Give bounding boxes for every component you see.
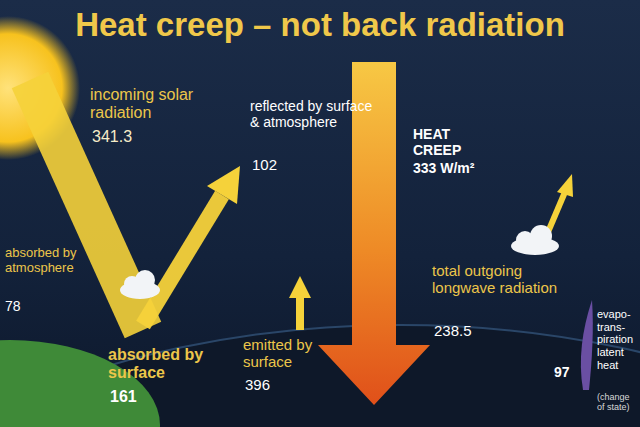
flow-label: absorbed by atmosphere <box>5 246 77 276</box>
flow-value: 102 <box>252 156 277 173</box>
flow-value: 161 <box>110 388 137 406</box>
reflected-beam <box>143 195 222 325</box>
flow-label: total outgoing longwave radiation <box>432 262 567 297</box>
flow-label: emitted by surface <box>243 336 355 371</box>
flow-label: reflected by surface & atmosphere <box>250 98 380 130</box>
flow-label: incoming solar radiation <box>90 86 225 123</box>
cloud <box>120 270 160 299</box>
flow-value: 396 <box>245 376 270 393</box>
cloud <box>511 225 559 255</box>
flow-label: absorbed by surface <box>108 346 228 383</box>
note: (change of state) <box>597 392 630 413</box>
outgoing-arrow <box>548 192 565 232</box>
flow-label: evapo- trans- piration latent heat <box>597 308 633 371</box>
emitted-arrow <box>296 296 304 330</box>
flow-value: 333 W/m² <box>413 160 474 176</box>
outgoing-arrowhead <box>557 174 573 197</box>
flow-value: 97 <box>554 364 570 380</box>
flow-value: 341.3 <box>92 128 132 146</box>
emitted-arrowhead <box>289 276 311 298</box>
flow-value: 78 <box>5 298 21 314</box>
flow-value: 238.5 <box>434 322 472 339</box>
flow-label: HEAT CREEP <box>413 126 493 158</box>
title: Heat creep – not back radiation <box>0 6 640 44</box>
planet-surface <box>0 325 640 427</box>
evapotranspiration-plume <box>581 300 593 390</box>
reflected-arrowhead <box>207 166 240 204</box>
